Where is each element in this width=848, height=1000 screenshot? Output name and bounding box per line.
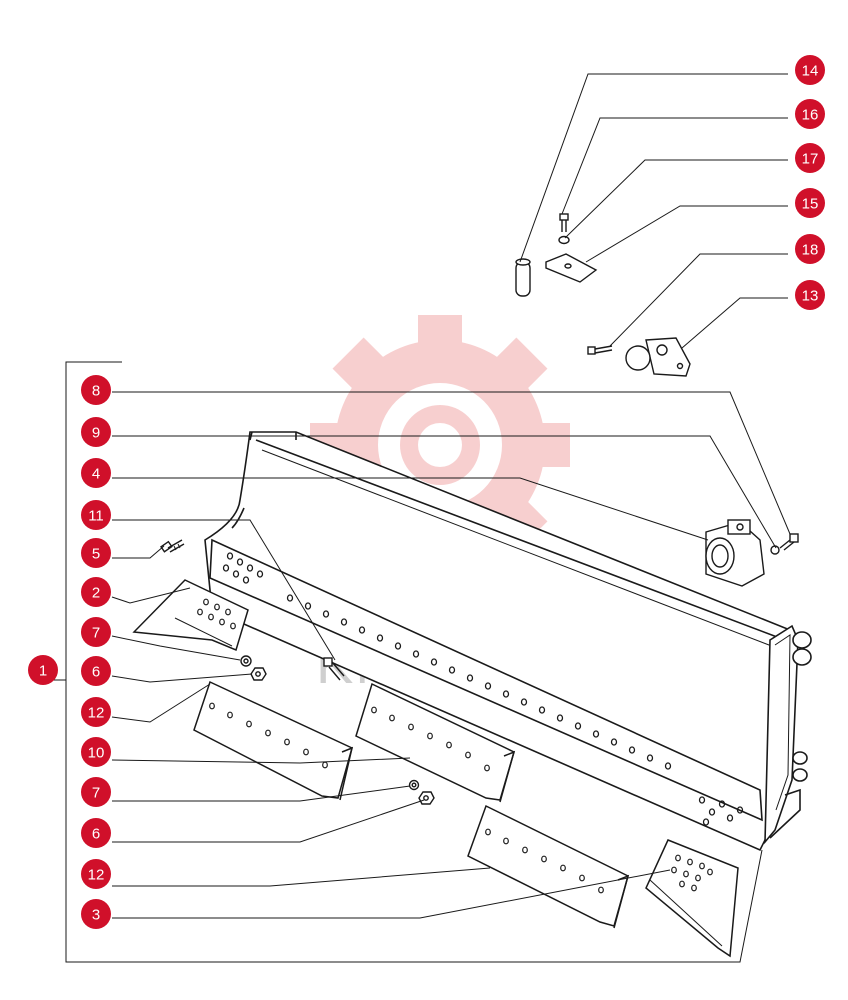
svg-text:7: 7	[92, 785, 100, 802]
svg-text:3: 3	[92, 907, 100, 924]
callout-17: 17	[795, 143, 825, 173]
callout-9: 9	[81, 417, 111, 447]
bolt-8-icon	[779, 533, 799, 551]
callout-11: 11	[81, 500, 111, 530]
svg-text:11: 11	[88, 508, 104, 525]
svg-text:7: 7	[92, 625, 100, 642]
svg-text:15: 15	[802, 196, 819, 213]
corner-bit-left	[132, 579, 249, 652]
nut-6-icon	[250, 667, 267, 681]
pivot-housing-4-icon	[705, 519, 765, 587]
retainer-plate-15-icon	[545, 253, 598, 283]
assembly-frame	[65, 361, 763, 963]
corner-bit-right	[645, 839, 739, 958]
blade-bolt-holes	[222, 552, 744, 826]
washer-7b-icon	[408, 779, 420, 791]
callout-2: 2	[81, 577, 111, 607]
svg-text:10: 10	[88, 745, 105, 762]
callout-15: 15	[795, 188, 825, 218]
nut-6b-icon	[418, 791, 435, 805]
bolt-11-icon	[323, 657, 345, 681]
callout-14: 14	[795, 55, 825, 85]
callout-16: 16	[795, 99, 825, 129]
washer-7-icon	[240, 655, 252, 667]
svg-text:14: 14	[802, 63, 819, 80]
callout-12-lower: 12	[81, 859, 111, 889]
callout-10: 10	[81, 737, 111, 767]
callout-6-lower: 6	[81, 818, 111, 848]
callout-1: 1	[28, 655, 58, 685]
blade-moldboard	[204, 431, 812, 852]
svg-text:6: 6	[92, 664, 100, 681]
svg-text:13: 13	[802, 288, 819, 305]
bolt-5-icon	[160, 539, 185, 553]
pin-14-icon	[515, 258, 531, 297]
callout-5: 5	[81, 538, 111, 568]
callout-7-upper: 7	[81, 617, 111, 647]
callout-3: 3	[81, 899, 111, 929]
hardware-items	[160, 213, 799, 805]
svg-text:12: 12	[88, 705, 105, 722]
callout-7-lower: 7	[81, 777, 111, 807]
svg-text:8: 8	[92, 383, 100, 400]
callout-4: 4	[81, 458, 111, 488]
svg-text:17: 17	[802, 151, 819, 168]
svg-text:1: 1	[39, 663, 47, 680]
callout-8: 8	[81, 375, 111, 405]
svg-text:16: 16	[802, 107, 819, 124]
svg-text:12: 12	[88, 867, 105, 884]
svg-text:5: 5	[92, 546, 100, 563]
svg-text:2: 2	[92, 585, 100, 602]
leader-lines	[54, 73, 791, 919]
cutting-edge-upper	[193, 680, 354, 801]
callout-6-upper: 6	[81, 656, 111, 686]
bolt-16-icon	[559, 213, 569, 232]
bolt-18-icon	[587, 345, 613, 355]
svg-text:6: 6	[92, 826, 100, 843]
svg-text:18: 18	[802, 242, 819, 259]
callout-13: 13	[795, 280, 825, 310]
callout-18: 18	[795, 234, 825, 264]
cutting-edge-lower	[467, 804, 630, 929]
bracket-13-icon	[625, 337, 691, 377]
svg-text:4: 4	[92, 466, 100, 483]
callout-12-upper: 12	[81, 697, 111, 727]
cutting-edge-middle	[355, 682, 516, 803]
svg-text:9: 9	[92, 425, 100, 442]
washer-17-icon	[558, 235, 570, 245]
